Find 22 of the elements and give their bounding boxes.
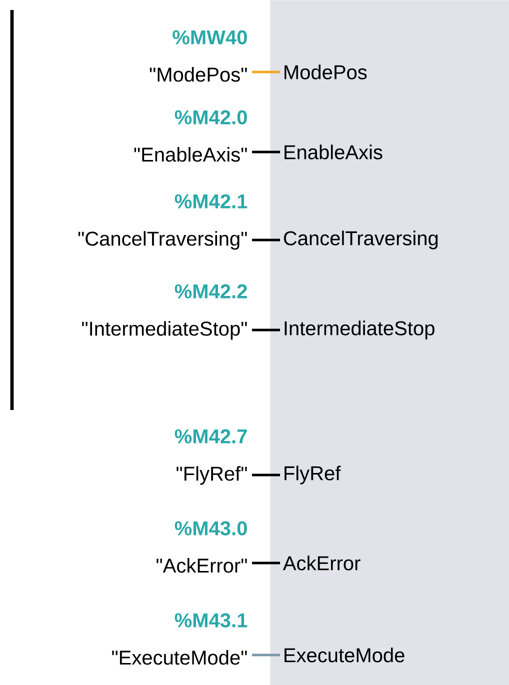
block-pin: IntermediateStop xyxy=(284,320,434,340)
operand-tag: %M43.0 "AckError" xyxy=(156,521,247,573)
connection-line xyxy=(252,150,280,154)
function-block xyxy=(270,0,509,685)
block-pin: ModePos xyxy=(284,64,367,80)
operand-tag: %M42.7 "FlyRef" xyxy=(174,429,247,485)
connection-line xyxy=(252,562,280,564)
connection-line xyxy=(252,654,280,656)
operand-tag: %M42.0 "EnableAxis" xyxy=(134,110,247,162)
connection-line xyxy=(252,474,280,476)
block-pin: AckError xyxy=(282,556,360,570)
operand-tag: %M43.1 "ExecuteMode" xyxy=(112,613,248,665)
connection-line xyxy=(252,238,280,242)
connection-line xyxy=(252,328,280,332)
operand-tag: %M42.1 "CancelTraversing" xyxy=(78,194,248,250)
operand-tag: %MW40 "ModePos" xyxy=(150,30,247,82)
connection-line xyxy=(252,70,280,74)
block-pin: FlyRef xyxy=(284,466,341,484)
block-pin: EnableAxis xyxy=(284,144,382,160)
operand-tag: %M42.2 "IntermediateStop" xyxy=(82,284,247,340)
block-pin: ExecuteMode xyxy=(284,648,404,662)
block-pin: CancelTraversing xyxy=(284,230,438,250)
